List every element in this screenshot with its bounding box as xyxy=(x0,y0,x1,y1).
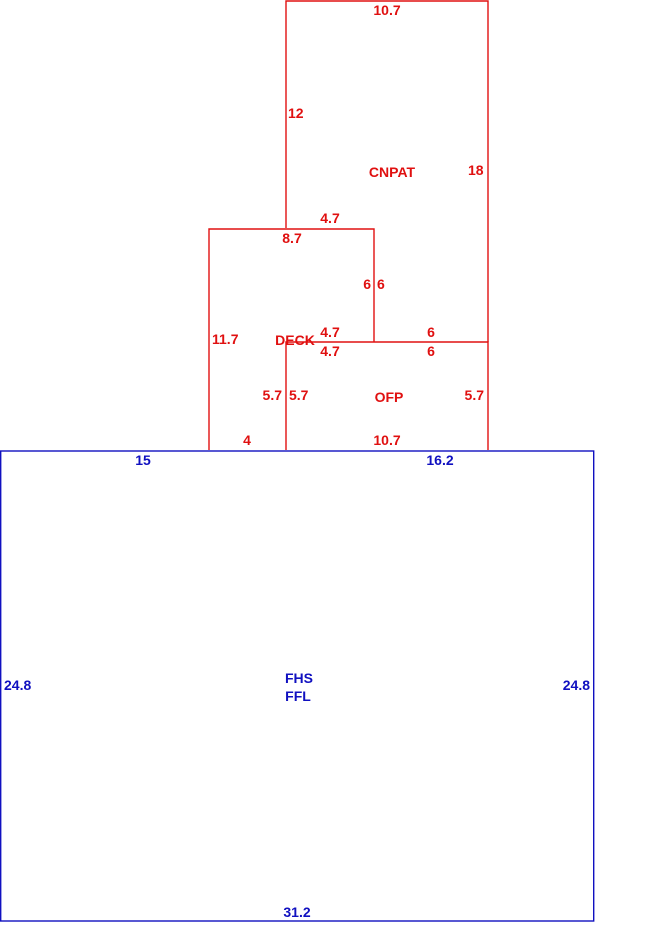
cnpat-top-dim: 10.7 xyxy=(373,2,400,18)
ofp-left-dim: 5.7 xyxy=(289,387,309,403)
main-structure-outline xyxy=(0,450,595,922)
cnpat-area-name: CNPAT xyxy=(369,164,416,180)
cnpat-left-dim: 12 xyxy=(288,105,304,121)
deck-right-dim: 6 xyxy=(363,276,371,292)
deck-bottom-right-dim: 4.7 xyxy=(320,324,340,340)
main-top-right-dim: 16.2 xyxy=(426,452,453,468)
cnpat-step-dim: 4.7 xyxy=(320,210,340,226)
ofp-right-dim: 5.7 xyxy=(465,387,485,403)
main-right-dim: 24.8 xyxy=(563,677,590,693)
deck-top-dim: 8.7 xyxy=(282,230,302,246)
cnpat-right-dim: 18 xyxy=(468,162,484,178)
deck-bottom-dim: 4 xyxy=(243,432,251,448)
ofp-outline xyxy=(285,341,489,450)
main-bottom-dim: 31.2 xyxy=(283,904,310,920)
deck-lower-right-dim: 5.7 xyxy=(263,387,283,403)
deck-outline xyxy=(208,228,375,450)
cnpat-bottom-dim: 6 xyxy=(427,324,435,340)
main-top-left-dim: 15 xyxy=(135,452,151,468)
main-area-name-fhs: FHS xyxy=(285,670,313,686)
ofp-top-right-dim: 6 xyxy=(427,343,435,359)
main-area-name-ffl: FFL xyxy=(285,688,311,704)
ofp-bottom-dim: 10.7 xyxy=(373,432,400,448)
deck-left-dim: 11.7 xyxy=(212,331,239,347)
main-left-dim: 24.8 xyxy=(4,677,31,693)
cnpat-outline xyxy=(285,0,489,342)
ofp-area-name: OFP xyxy=(375,389,404,405)
ofp-top-left-dim: 4.7 xyxy=(320,343,340,359)
cnpat-inner-vertical-dim: 6 xyxy=(377,276,385,292)
deck-area-name: DECK xyxy=(275,332,315,348)
